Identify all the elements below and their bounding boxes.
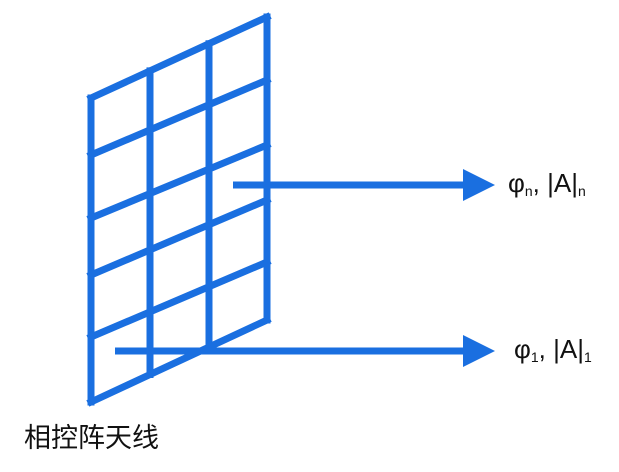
grid-row-line bbox=[86, 315, 272, 407]
output-label-n: φn, |A|n bbox=[508, 168, 586, 199]
grid-row-line bbox=[86, 195, 272, 280]
output-label-1: φ1, |A|1 bbox=[514, 334, 592, 365]
arrowhead-icon bbox=[463, 335, 495, 367]
signal-arrows bbox=[115, 169, 495, 367]
grid-row-line bbox=[86, 12, 272, 103]
arrowhead-icon bbox=[463, 169, 495, 201]
antenna-array-grid bbox=[86, 12, 272, 407]
grid-row-line bbox=[86, 75, 272, 160]
grid-row-line bbox=[86, 140, 272, 223]
phased-array-antenna-caption: 相控阵天线 bbox=[24, 423, 159, 454]
grid-row-line bbox=[86, 257, 272, 342]
